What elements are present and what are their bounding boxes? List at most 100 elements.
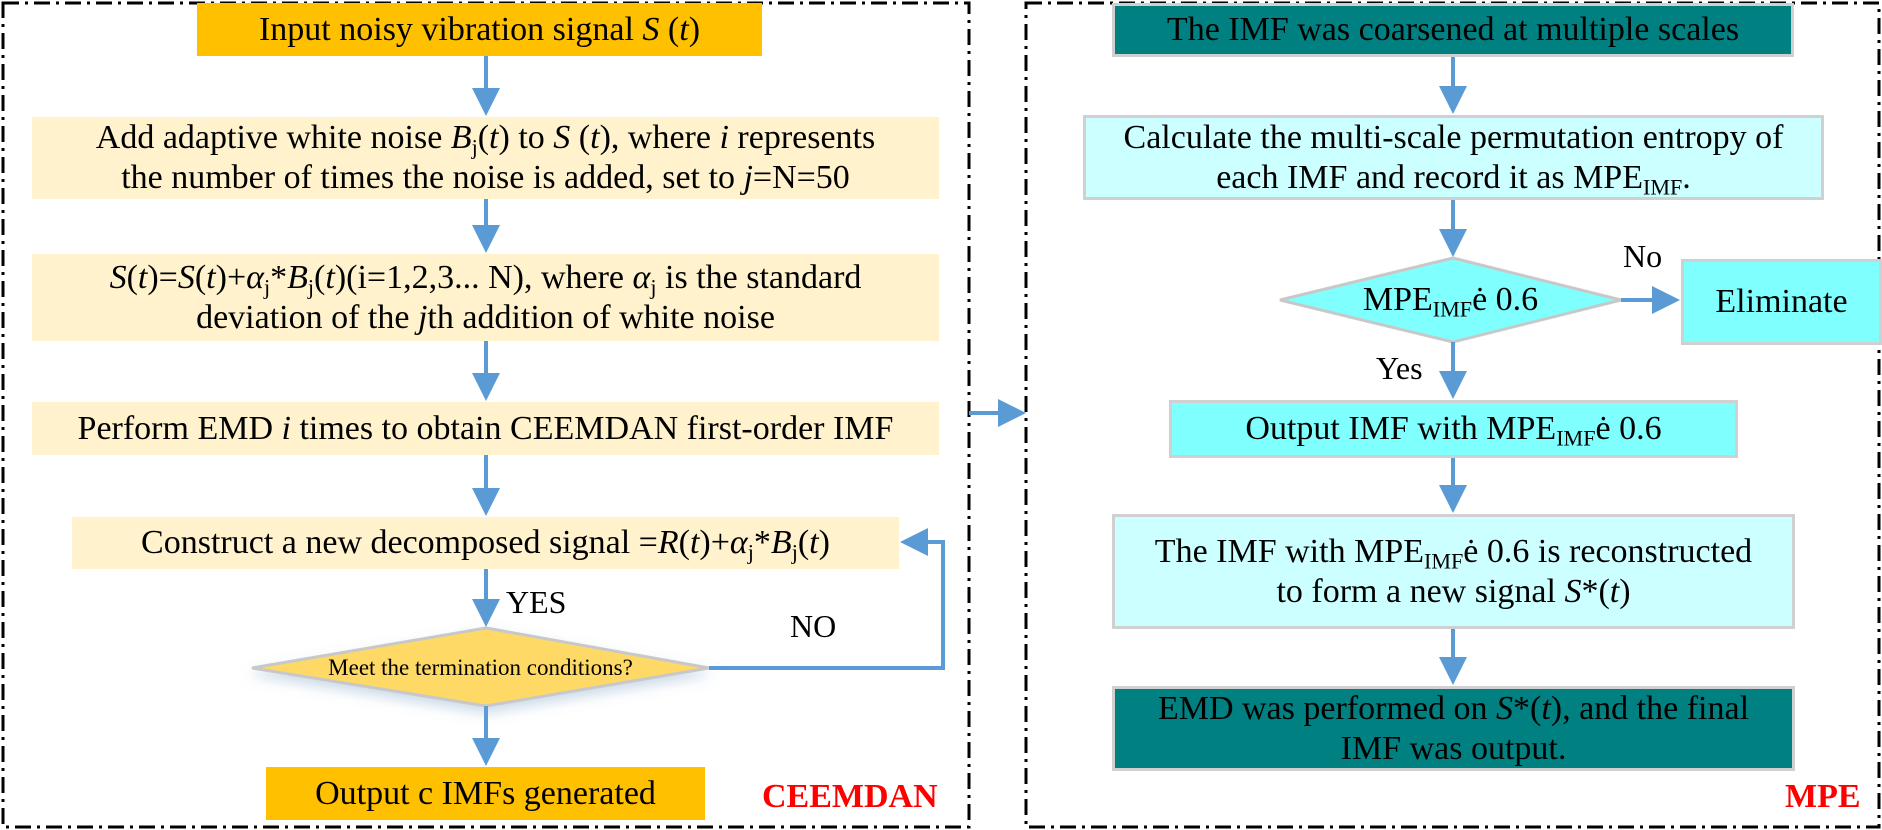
text-segment: ( [659,10,680,48]
termination-decision-text: Meet the termination conditions? [252,640,709,696]
text-segment: )(i=1,2,3... N), where [334,258,633,296]
text-segment: Output IMF with MPE [1245,410,1557,447]
text-segment: S [553,119,571,156]
text-segment: Perform EMD [77,409,282,447]
text-segment: Output c IMFs generated [315,774,656,812]
subscript-text: j [650,274,657,300]
subscript-text: j [263,274,271,300]
subscript-text: j [471,134,478,160]
no-label: No [1623,238,1663,274]
text-segment: t [137,258,148,296]
text-segment: ( [477,119,490,156]
output-imf-box: Output IMF with MPEIMFė 0.6 [1169,400,1738,458]
update-signal-box: S(t)=S(t)+αj*Bj(t)(i=1,2,3... N), where … [32,254,939,341]
text-line: deviation of the jth addition of white n… [196,298,775,338]
text-line: Calculate the multi-scale permutation en… [1124,118,1784,158]
text-segment: ( [570,119,591,156]
text-segment: Construct a new decomposed signal = [141,524,658,561]
text-segment: t [1541,689,1551,727]
text-segment: deviation of the [196,298,418,336]
text-line: Output IMF with MPEIMFė 0.6 [1245,409,1661,449]
text-line: Meet the termination conditions? [328,655,633,681]
ceemdan-panel-label: CEEMDAN [762,778,938,815]
text-segment: t [1609,572,1620,610]
yes-label: YES [506,584,567,620]
text-line: Add adaptive white noise Bj(t) to S (t),… [96,118,875,158]
mpe-decision-text: MPEIMFė 0.6 [1280,275,1621,325]
text-line: The IMF was coarsened at multiple scales [1167,10,1739,50]
text-segment: t [206,258,216,296]
text-segment: ( [126,258,138,296]
text-segment: is the standard [656,258,862,296]
text-segment: ė 0.6 is reconstructed [1463,532,1753,570]
text-segment: )= [147,258,178,296]
text-segment: B [770,524,792,561]
text-line: Output c IMFs generated [315,774,656,814]
subscript-text: j [791,539,798,565]
text-segment: S [1564,572,1582,610]
text-segment: * [753,524,771,561]
text-segment: * [270,258,288,296]
text-segment: i [719,119,729,156]
text-segment: S [109,258,127,296]
text-line: Eliminate [1715,282,1847,322]
text-segment: The IMF with MPE [1154,532,1424,570]
text-line: Input noisy vibration signal S (t) [259,10,700,50]
subscript-text: IMF [1423,548,1464,574]
add-white-noise-box: Add adaptive white noise Bj(t) to S (t),… [32,117,939,199]
no-label: NO [790,608,837,644]
text-segment: i [281,409,291,447]
text-segment: t [809,524,819,561]
text-segment: IMF was output. [1340,729,1567,767]
text-segment: j [417,298,428,336]
text-segment: ), and the final [1550,689,1750,727]
text-segment: j [743,159,753,196]
text-segment: )+ [699,524,730,561]
text-segment: t [590,119,600,156]
text-segment: The IMF was coarsened at multiple scales [1166,11,1740,48]
text-segment: ) [818,524,830,561]
text-segment: ) [1619,572,1631,610]
text-segment: Input noisy vibration signal [258,10,643,48]
text-segment: S [642,10,660,48]
reconstruct-box: The IMF with MPEIMFė 0.6 is reconstructe… [1112,514,1795,629]
text-segment: α [729,524,748,561]
text-line: S(t)=S(t)+αj*Bj(t)(i=1,2,3... N), where … [110,258,862,298]
text-segment: Add adaptive white noise [95,119,451,156]
text-segment: ( [194,258,207,296]
text-line: The IMF with MPEIMFė 0.6 is reconstructe… [1155,532,1752,572]
text-segment: ė 0.6 [1472,281,1539,318]
text-line: Construct a new decomposed signal =R(t)+… [141,523,830,563]
text-segment: )+ [215,258,247,296]
arrow-no-feedback [709,528,945,670]
text-segment: Meet the termination conditions? [328,655,633,680]
text-line: each IMF and record it as MPEIMF. [1216,158,1691,198]
text-segment: *( [1512,689,1542,727]
text-segment: ( [678,524,690,561]
mpe-panel-label: MPE [1785,778,1861,815]
text-segment: ) [688,10,701,48]
text-segment: α [246,258,264,296]
text-segment: ) to [498,119,554,156]
text-segment: each IMF and record it as MPE [1216,158,1643,196]
text-segment: α [632,258,651,296]
text-line: to form a new signal S*(t) [1276,572,1630,612]
text-segment: *( [1581,572,1610,610]
subscript-text: IMF [1642,174,1683,200]
text-segment: R [657,524,679,561]
text-segment: represents [728,119,876,156]
text-segment: EMD was performed on [1157,689,1496,727]
text-segment: t [689,524,700,561]
coarsen-box: The IMF was coarsened at multiple scales [1112,3,1794,57]
text-segment: MPE [1362,281,1433,318]
text-segment: S [177,258,195,296]
yes-label: Yes [1376,350,1423,386]
text-segment: Calculate the multi-scale permutation en… [1123,118,1784,156]
text-segment: th addition of white noise [427,298,775,336]
text-segment: B [287,258,308,296]
final-emd-box: EMD was performed on S*(t), and the fina… [1112,686,1795,771]
text-segment: the number of times the noise is added, … [121,159,744,196]
calculate-mpe-box: Calculate the multi-scale permutation en… [1083,115,1824,200]
text-segment: =N=50 [752,159,850,196]
subscript-text: IMF [1556,425,1596,451]
